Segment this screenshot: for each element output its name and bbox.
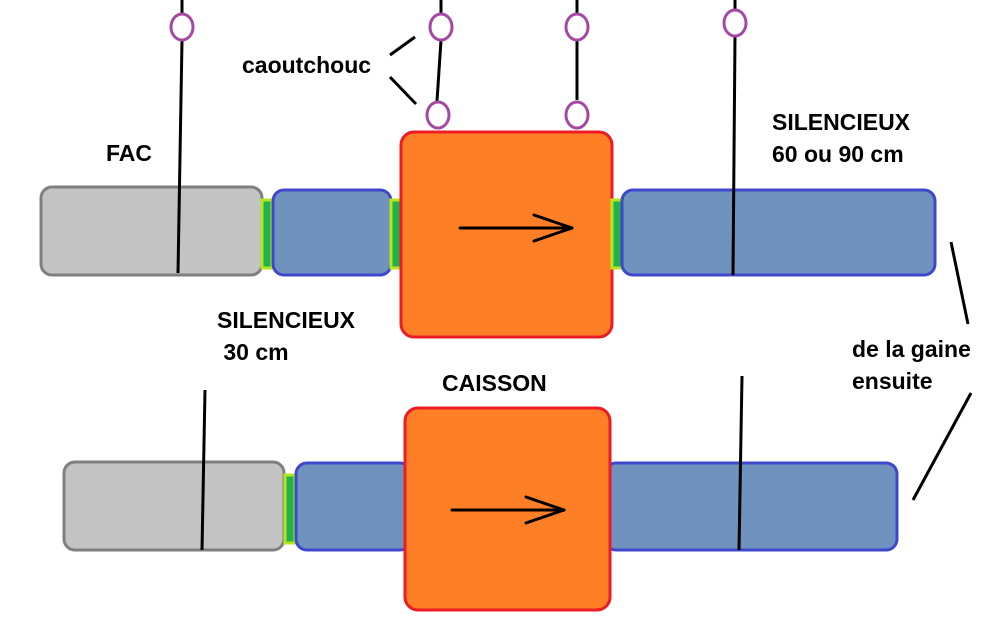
caoutchouc-pointer-lower	[388, 75, 418, 106]
label-silencieux-short-line1: SILENCIEUX	[217, 307, 356, 333]
gaine-pointer-lower	[911, 392, 973, 501]
caoutchouc-ring-icon	[169, 12, 195, 42]
gaine-pointer-upper	[949, 241, 970, 325]
label-silencieux-short-line2: 30 cm	[217, 339, 289, 365]
label-fac: FAC	[106, 140, 152, 166]
support-rod-silencieux-bottom	[737, 375, 744, 551]
caoutchouc-ring-icon	[564, 12, 590, 42]
caisson-top	[399, 130, 614, 339]
support-rod-fac-bottom	[200, 389, 207, 551]
label-silencieux-long-line1: SILENCIEUX	[772, 109, 911, 135]
hanging-rod-fac	[176, 39, 184, 274]
silencieux-short-top	[271, 188, 393, 277]
silencieux-long-top	[620, 188, 937, 277]
caoutchouc-ring-icon	[722, 8, 748, 38]
caoutchouc-ring-icon	[425, 100, 451, 130]
caoutchouc-ring-icon	[564, 100, 590, 130]
caoutchouc-pointer-upper	[389, 35, 416, 57]
label-gaine-line2: ensuite	[852, 368, 933, 394]
hanging-rod-silencieux-long	[731, 35, 737, 276]
label-caoutchouc: caoutchouc	[242, 52, 372, 78]
silencieux-short-bottom	[294, 461, 413, 552]
label-caisson: CAISSON	[442, 370, 547, 396]
label-gaine-line1: de la gaine	[852, 336, 971, 362]
silencieux-long-bottom	[603, 461, 899, 552]
joint-bottom-1	[283, 473, 297, 545]
caoutchouc-ring-icon	[428, 12, 454, 42]
fac-unit-bottom	[62, 460, 286, 552]
hanging-rod-caisson-left	[435, 39, 443, 102]
fac-unit-top	[39, 185, 264, 277]
label-silencieux-long-line2: 60 ou 90 cm	[772, 141, 904, 167]
airflow-arrow-top	[458, 213, 574, 243]
joint-top-1	[260, 198, 274, 270]
airflow-arrow-bottom	[450, 495, 566, 525]
